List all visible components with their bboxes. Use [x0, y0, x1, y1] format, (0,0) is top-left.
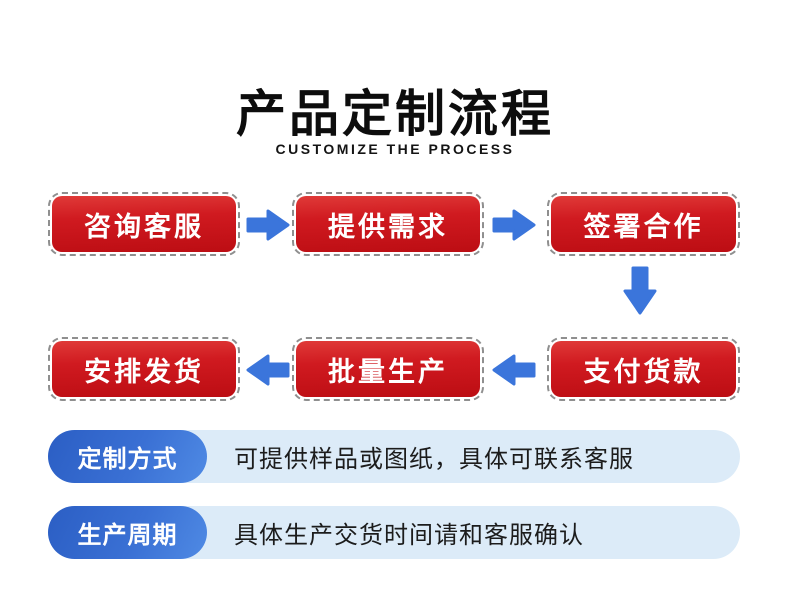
page-subtitle: CUSTOMIZE THE PROCESS [275, 141, 515, 157]
flow-step-batch-production: 批量生产 [292, 337, 484, 401]
info-text: 可提供样品或图纸，具体可联系客服 [234, 446, 634, 473]
flow-step-label: 咨询客服 [52, 196, 236, 252]
arrow-down-icon [622, 266, 658, 316]
flow-step-label: 提供需求 [296, 196, 480, 252]
flow-step-consult-service: 咨询客服 [48, 192, 240, 256]
arrow-right-icon [246, 207, 290, 243]
flow-step-sign-cooperation: 签署合作 [547, 192, 740, 256]
flow-step-pay: 支付货款 [547, 337, 740, 401]
flow-step-label: 支付货款 [551, 341, 736, 397]
info-label-badge: 生产周期 [48, 506, 207, 559]
info-text: 具体生产交货时间请和客服确认 [234, 522, 584, 549]
page-title: 产品定制流程 [236, 86, 554, 142]
flow-step-label: 签署合作 [551, 196, 736, 252]
arrow-left-icon [246, 352, 290, 388]
flow-step-label: 批量生产 [296, 341, 480, 397]
arrow-left-icon [492, 352, 536, 388]
arrow-right-icon [492, 207, 536, 243]
info-label-badge: 定制方式 [48, 430, 207, 483]
flow-step-arrange-shipping: 安排发货 [48, 337, 240, 401]
info-row-production-cycle: 生产周期 具体生产交货时间请和客服确认 [48, 506, 740, 559]
info-row-custom-method: 定制方式 可提供样品或图纸，具体可联系客服 [48, 430, 740, 483]
flow-step-label: 安排发货 [52, 341, 236, 397]
flow-step-provide-requirements: 提供需求 [292, 192, 484, 256]
